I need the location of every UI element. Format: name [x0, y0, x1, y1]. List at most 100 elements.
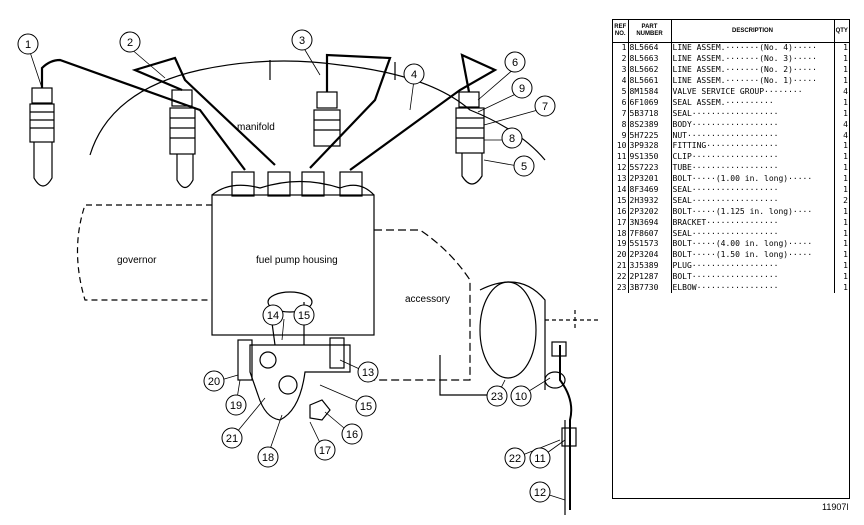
callout-11: 11	[534, 453, 545, 465]
callout-8: 8	[509, 133, 515, 145]
fuel-line-4	[349, 53, 498, 171]
callout-17: 17	[319, 445, 331, 457]
cell-qty: 1	[843, 206, 848, 216]
fuel-pump-housing-outline	[211, 194, 375, 336]
cell-qty: 4	[843, 87, 848, 96]
cell-desc: BOLT··················	[671, 271, 835, 283]
callout-1: 1	[25, 39, 31, 51]
cell-part: 5S7223	[628, 162, 672, 174]
cell-part: 2P3201	[628, 173, 672, 185]
label-accessory: accessory	[405, 294, 450, 305]
cell-desc: LINE ASSEM.·······(No. 4)·····	[671, 42, 835, 54]
cell-part: 3J5389	[628, 260, 672, 272]
cell-desc: BOLT·····(1.00 in. long)·····	[671, 173, 835, 185]
callout-9: 9	[519, 83, 525, 95]
tube-outline	[559, 345, 573, 510]
cell-part: 7F8607	[628, 228, 672, 240]
cell-part: 8L5664	[628, 42, 672, 54]
header-ref-no: REF NO.	[613, 20, 629, 43]
cell-ref: 5	[613, 86, 629, 98]
callout-18: 18	[262, 452, 274, 464]
cell-desc: BOLT·····(1.50 in. long)·····	[671, 249, 835, 261]
cell-part: 8S2389	[628, 119, 672, 131]
header-qty: QTY	[834, 20, 849, 43]
callout-22: 22	[509, 453, 521, 465]
label-fuel-pump-housing: fuel pump housing	[256, 255, 338, 266]
cell-qty: 1	[843, 141, 848, 151]
header-part-number: PART NUMBER	[628, 20, 672, 43]
cell-part: 2P3202	[628, 206, 672, 218]
callout-14: 14	[267, 310, 279, 322]
cell-qty: 1	[843, 65, 848, 75]
cell-ref: 17	[613, 217, 629, 229]
cell-ref: 20	[613, 249, 629, 261]
cell-desc: VALVE SERVICE GROUP········	[671, 86, 835, 98]
exploded-parts-diagram: manifold governor fuel pump housing acce…	[17, 29, 600, 515]
cell-desc: ELBOW·················	[671, 282, 835, 294]
fuel-line-2	[131, 56, 276, 166]
cell-part: 2H3932	[628, 195, 672, 207]
cell-ref: 10	[613, 141, 629, 152]
cell-qty: 2	[843, 195, 848, 205]
cell-qty: 1	[843, 108, 848, 118]
cell-desc: BRACKET···············	[671, 217, 835, 229]
cell-qty: 1	[843, 228, 848, 238]
callout-6: 6	[512, 57, 518, 69]
callout-3: 3	[299, 35, 305, 47]
cell-part: 9S1350	[628, 151, 672, 163]
cell-part: 3P9328	[628, 141, 672, 152]
callout-21: 21	[226, 433, 238, 445]
cell-ref: 12	[613, 162, 629, 174]
cell-ref: 4	[613, 75, 629, 87]
nozzle-4	[455, 91, 485, 185]
cell-qty: 1	[843, 174, 848, 184]
cell-part: 8L5662	[628, 64, 672, 76]
cell-qty: 1	[843, 239, 848, 249]
cell-ref: 13	[613, 173, 629, 185]
cell-part: 8F3469	[628, 184, 672, 196]
cell-ref: 15	[613, 195, 629, 207]
label-governor: governor	[117, 255, 157, 266]
cell-part: 2P1287	[628, 271, 672, 283]
cell-ref: 14	[613, 184, 629, 196]
cell-desc: LINE ASSEM.·······(No. 3)·····	[671, 53, 835, 65]
cell-ref: 21	[613, 260, 629, 272]
cell-ref: 6	[613, 97, 629, 109]
cell-desc: BOLT·····(1.125 in. long)····	[671, 206, 835, 218]
cell-part: 5B3718	[628, 108, 672, 120]
callout-4: 4	[411, 69, 417, 81]
cell-qty: 4	[843, 119, 848, 129]
cell-qty: 1	[843, 163, 848, 173]
cell-ref: 23	[613, 282, 629, 294]
manifold-outline	[89, 60, 546, 161]
callout-20: 20	[208, 376, 220, 388]
callout-23: 23	[491, 391, 503, 403]
cell-desc: SEAL··················	[671, 195, 835, 207]
cell-qty: 1	[843, 272, 848, 282]
cell-desc: BODY··················	[671, 119, 835, 131]
callout-10: 10	[515, 391, 527, 403]
cell-ref: 2	[613, 53, 629, 65]
cell-qty: 1	[843, 97, 848, 107]
cell-desc: TUBE··················	[671, 162, 835, 174]
cell-qty: 1	[843, 43, 848, 53]
callout-7: 7	[542, 101, 548, 113]
cell-ref: 11	[613, 151, 629, 163]
cell-part: 5S1573	[628, 239, 672, 250]
callout-16: 16	[346, 429, 358, 441]
callout-13: 13	[362, 367, 374, 379]
cell-qty: 1	[843, 185, 848, 195]
